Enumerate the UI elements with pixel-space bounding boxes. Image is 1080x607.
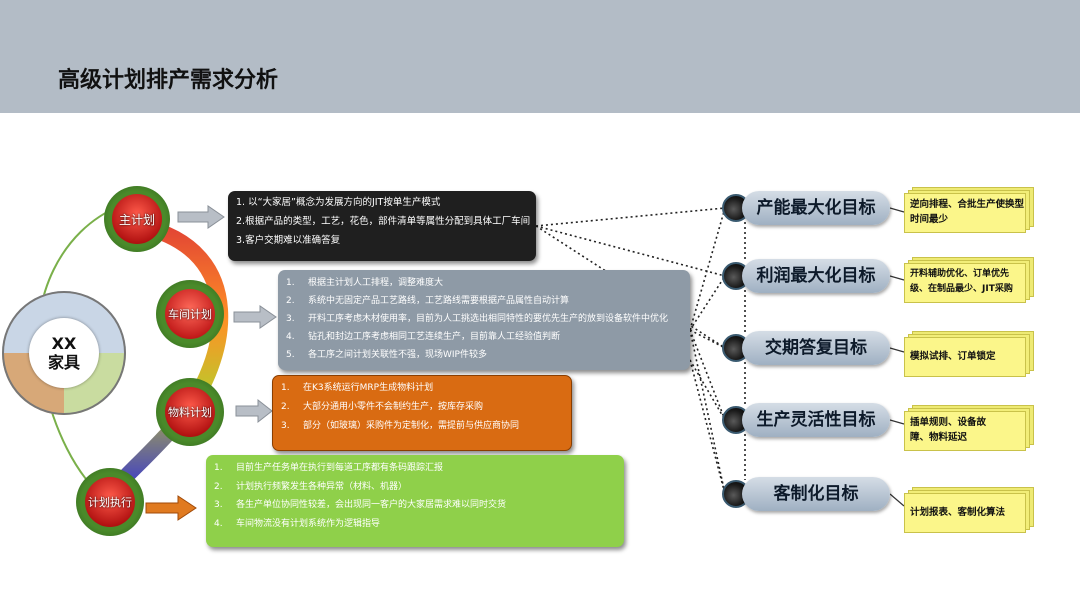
item-num: 1. <box>236 197 246 208</box>
list-item: 1. 在K3系统运行MRP生成物料计划 <box>281 379 571 398</box>
item-text: 目前生产任务单在执行到每道工序都有条码跟踪汇报 <box>236 463 444 473</box>
note-text: 插单规则、设备故障、物料延迟 <box>910 417 987 443</box>
item-num: 1. <box>286 278 295 288</box>
center-company-circle: XX 家具 <box>2 291 126 415</box>
item-num: 4. <box>286 332 295 342</box>
goal-profit: 利润最大化目标 <box>742 259 890 293</box>
list-item: 3.客户交期难以准确答复 <box>236 231 536 250</box>
item-num: 4. <box>214 518 223 529</box>
item-num: 1. <box>214 463 223 473</box>
list-item: 4. 钻孔和封边工序考虑相同工艺连续生产，目前靠人工经验值判断 <box>286 328 690 346</box>
item-text: 部分（如玻璃）采购件为定制化，需提前与供应商协同 <box>303 421 520 431</box>
node-execution: 计划执行 <box>76 468 144 536</box>
list-item: 4. 车间物流没有计划系统作为逻辑指导 <box>214 515 624 534</box>
item-num: 1. <box>281 383 290 393</box>
note-text: 开料辅助优化、订单优先级、在制品最少、JIT采购 <box>910 269 1013 294</box>
arrow-main-plan <box>177 205 225 229</box>
node-execution-label: 计划执行 <box>88 496 132 509</box>
goal-customization: 客制化目标 <box>742 477 890 511</box>
note-flexibility: 插单规则、设备故障、物料延迟 <box>904 405 1034 452</box>
item-num: 3. <box>281 421 290 431</box>
arrow-material <box>235 398 273 424</box>
box-execution: 1. 目前生产任务单在执行到每道工序都有条码跟踪汇报 2. 计划执行频繁发生各种异常… <box>206 455 624 547</box>
box-workshop-plan: 1. 根据主计划人工排程，调整难度大 2. 系统中无固定产品工艺路线，工艺路线需要根… <box>278 270 690 370</box>
item-text: 大部分通用小零件不会制约生产，按库存采购 <box>303 402 484 412</box>
item-text: 计划执行频繁发生各种异常（材料、机器） <box>236 481 408 492</box>
header-bar: 高级计划排产需求分析 <box>0 0 1080 113</box>
item-text: 客户交期难以准确答复 <box>245 235 341 246</box>
list-item: 3. 开料工序考虑木材使用率，目前为人工挑选出相同特性的要优先生产的放到设备软件中… <box>286 310 690 328</box>
goal-label: 利润最大化目标 <box>756 266 876 286</box>
goal-delivery: 交期答复目标 <box>742 331 890 365</box>
list-item: 2. 大部分通用小零件不会制约生产，按库存采购 <box>281 398 571 417</box>
box-material-plan: 1. 在K3系统运行MRP生成物料计划 2. 大部分通用小零件不会制约生产，按库存采… <box>272 375 572 451</box>
item-text: 各工序之间计划关联性不强，现场WIP件较多 <box>308 350 487 360</box>
note-text: 模拟试排、订单锁定 <box>910 350 996 362</box>
item-num: 3. <box>214 500 223 510</box>
list-item: 3. 部分（如玻璃）采购件为定制化，需提前与供应商协同 <box>281 417 571 436</box>
node-main-plan-label: 主计划 <box>118 212 155 227</box>
note-delivery: 模拟试排、订单锁定 <box>904 331 1034 378</box>
node-workshop-plan: 车间计划 <box>156 280 224 348</box>
goal-label: 产能最大化目标 <box>756 198 876 218</box>
item-text: 以“大家居”概念为发展方向的JIT按单生产模式 <box>248 197 441 208</box>
goal-flexibility: 生产灵活性目标 <box>742 403 890 437</box>
node-main-plan: 主计划 <box>104 186 170 252</box>
note-capacity: 逆向排程、合批生产使换型时间最少 <box>904 187 1034 234</box>
node-material-plan-label: 物料计划 <box>168 406 212 419</box>
item-text: 在K3系统运行MRP生成物料计划 <box>303 383 434 393</box>
item-text: 系统中无固定产品工艺路线，工艺路线需要根据产品属性自动计算 <box>308 296 570 306</box>
item-text: 钻孔和封边工序考虑相同工艺连续生产，目前靠人工经验值判断 <box>308 332 561 342</box>
note-text: 逆向排程、合批生产使换型时间最少 <box>910 199 1025 225</box>
note-profit: 开料辅助优化、订单优先级、在制品最少、JIT采购 <box>904 257 1034 304</box>
center-label-line1: XX <box>51 334 77 353</box>
list-item: 1. 以“大家居”概念为发展方向的JIT按单生产模式 <box>236 193 536 212</box>
list-item: 3. 各生产单位协同性较差，会出现同一客户的大家居需求难以同时交货 <box>214 496 624 515</box>
item-text: 开料工序考虑木材使用率，目前为人工挑选出相同特性的要优先生产的放到设备软件中优化 <box>308 314 669 324</box>
item-text: 根据主计划人工排程，调整难度大 <box>308 278 444 288</box>
arrow-execution <box>145 495 197 521</box>
goal-label: 生产灵活性目标 <box>756 410 876 430</box>
note-customization: 计划报表、客制化算法 <box>904 487 1034 534</box>
list-item: 5. 各工序之间计划关联性不强，现场WIP件较多 <box>286 346 690 364</box>
box-main-plan: 1. 以“大家居”概念为发展方向的JIT按单生产模式 2.根据产品的类型，工艺，… <box>228 191 536 261</box>
item-num: 2. <box>281 402 290 412</box>
item-num: 5. <box>286 350 295 360</box>
page-title: 高级计划排产需求分析 <box>58 68 279 93</box>
arrow-workshop <box>233 305 277 329</box>
center-label: XX 家具 <box>29 318 99 388</box>
node-material-plan: 物料计划 <box>156 378 224 446</box>
center-label-line2: 家具 <box>47 353 80 372</box>
item-num: 3. <box>286 314 295 324</box>
item-num: 2. <box>236 216 246 227</box>
item-num: 2. <box>214 481 223 492</box>
plan-flow-arc <box>102 218 229 502</box>
goal-label: 客制化目标 <box>773 484 859 504</box>
node-workshop-plan-label: 车间计划 <box>168 308 212 321</box>
note-text: 计划报表、客制化算法 <box>910 506 1006 518</box>
list-item: 2. 计划执行频繁发生各种异常（材料、机器） <box>214 478 624 497</box>
item-text: 根据产品的类型，工艺，花色，部件清单等属性分配到具体工厂车间 <box>245 216 531 227</box>
list-item: 2. 系统中无固定产品工艺路线，工艺路线需要根据产品属性自动计算 <box>286 292 690 310</box>
list-item: 1. 目前生产任务单在执行到每道工序都有条码跟踪汇报 <box>214 459 624 478</box>
item-text: 车间物流没有计划系统作为逻辑指导 <box>236 518 381 529</box>
list-item: 1. 根据主计划人工排程，调整难度大 <box>286 274 690 292</box>
item-num: 3. <box>236 235 246 246</box>
goal-capacity: 产能最大化目标 <box>742 191 890 225</box>
goal-label: 交期答复目标 <box>765 338 867 358</box>
item-num: 2. <box>286 296 295 306</box>
list-item: 2.根据产品的类型，工艺，花色，部件清单等属性分配到具体工厂车间 <box>236 212 536 231</box>
item-text: 各生产单位协同性较差，会出现同一客户的大家居需求难以同时交货 <box>236 500 507 510</box>
